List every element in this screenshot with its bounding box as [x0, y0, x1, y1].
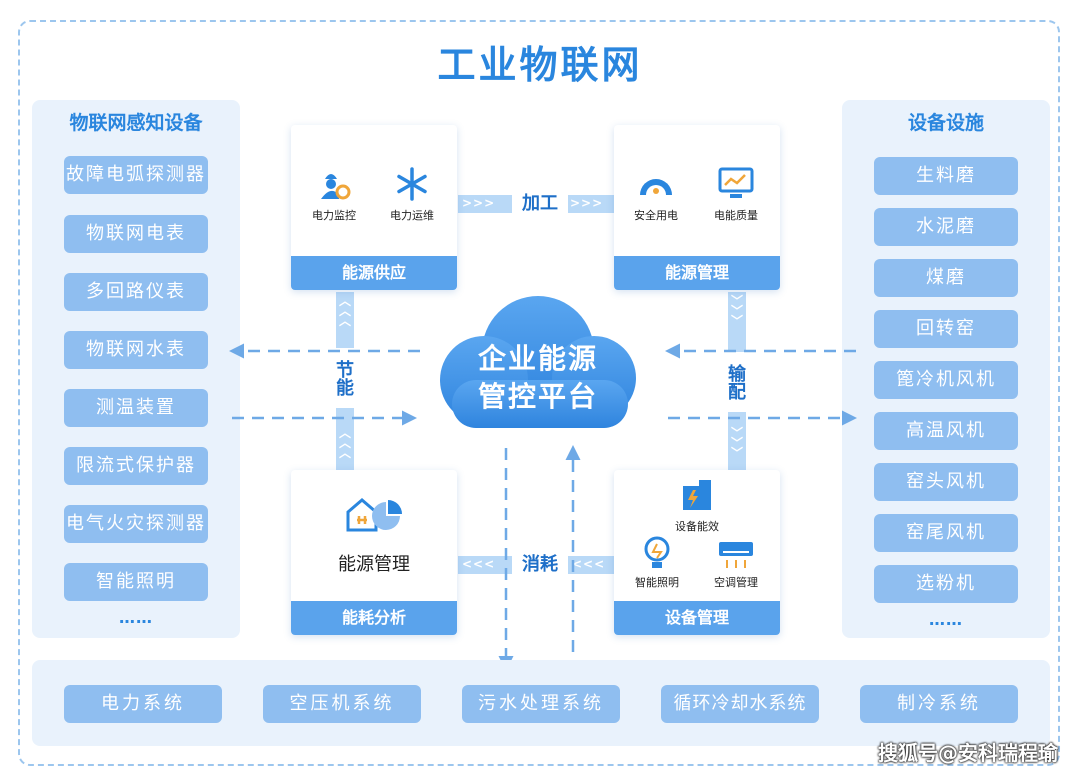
facility-item[interactable]: 生料磨: [874, 157, 1018, 195]
card-energy-management[interactable]: 安全用电 电能质量 能源管理: [614, 125, 780, 290]
card-footer: 能源供应: [291, 256, 457, 290]
sensor-item[interactable]: 多回路仪表: [64, 273, 208, 311]
icon-label: 安全用电: [634, 209, 678, 222]
cloud-platform-title: 企业能源 管控平台: [438, 340, 638, 416]
left-panel: 物联网感知设备 故障电弧探测器 物联网电表 多回路仪表 物联网水表 测温装置 限…: [32, 100, 240, 638]
card-energy-supply[interactable]: 电力监控 电力运维 能源供应: [291, 125, 457, 290]
system-item[interactable]: 循环冷却水系统: [661, 685, 819, 723]
icon-label: 电能质量: [714, 209, 758, 222]
right-panel: 设备设施 生料磨 水泥磨 煤磨 回转窑 篦冷机风机 高温风机 窑头风机 窑尾风机…: [842, 100, 1050, 638]
more-ellipsis: ……: [119, 608, 153, 627]
system-item[interactable]: 空压机系统: [263, 685, 421, 723]
house-plug-pie-icon: [346, 498, 402, 532]
gauge-icon: [640, 179, 672, 195]
facility-item[interactable]: 选粉机: [874, 565, 1018, 603]
facility-item[interactable]: 高温风机: [874, 412, 1018, 450]
card-footer: 设备管理: [614, 601, 780, 635]
facility-item[interactable]: 窑头风机: [874, 463, 1018, 501]
facility-item[interactable]: 窑尾风机: [874, 514, 1018, 552]
cloud-line1: 企业能源: [477, 342, 598, 375]
sensor-item[interactable]: 物联网水表: [64, 331, 208, 369]
flow-chevrons: ﹀﹀﹀: [731, 294, 745, 328]
flow-label-bottom: 消耗: [512, 553, 568, 577]
card-device-management[interactable]: 设备能效 智能照明 空调管理 设备管理: [614, 470, 780, 635]
flow-chevrons: <<<: [462, 557, 496, 571]
outer-frame: [18, 20, 1060, 766]
flow-chevrons: ﹀﹀﹀: [731, 426, 745, 460]
bulb-icon: [644, 536, 670, 568]
flow-chevrons: ︿︿︿: [339, 294, 353, 328]
system-item[interactable]: 电力系统: [64, 685, 222, 723]
flow-chevrons: >>>: [462, 196, 496, 210]
sensor-item[interactable]: 智能照明: [64, 563, 208, 601]
flow-label-top: 加工: [512, 192, 568, 216]
building-bolt-icon: [683, 480, 711, 510]
snowflake-icon: [397, 167, 427, 201]
air-conditioner-icon: [719, 542, 753, 568]
monitor-chart-icon: [718, 167, 754, 198]
sensor-item[interactable]: 限流式保护器: [64, 447, 208, 485]
facility-item[interactable]: 煤磨: [874, 259, 1018, 297]
cloud-line2: 管控平台: [477, 380, 598, 413]
system-item[interactable]: 污水处理系统: [462, 685, 620, 723]
page-title: 工业物联网: [437, 43, 643, 87]
card-footer: 能耗分析: [291, 601, 457, 635]
facility-item[interactable]: 回转窑: [874, 310, 1018, 348]
left-panel-title: 物联网感知设备: [69, 112, 203, 134]
icon-label: 电力运维: [390, 209, 434, 222]
systems-panel: 电力系统 空压机系统 污水处理系统 循环冷却水系统 制冷系统: [32, 660, 1050, 746]
flow-chevrons: >>>: [570, 196, 604, 210]
flow-label-right: 输配: [725, 352, 749, 412]
facility-item[interactable]: 篦冷机风机: [874, 361, 1018, 399]
sensor-item[interactable]: 测温装置: [64, 389, 208, 427]
watermark: 搜狐号@安科瑞程瑜: [878, 741, 1058, 765]
card-energy-analysis[interactable]: 能源管理 能耗分析: [291, 470, 457, 635]
sensor-item[interactable]: 故障电弧探测器: [64, 156, 208, 194]
icon-label: 空调管理: [714, 576, 758, 589]
more-ellipsis: ……: [929, 610, 963, 629]
cloud-icon: [440, 296, 636, 428]
icon-label: 智能照明: [635, 576, 679, 589]
icon-label: 电力监控: [312, 209, 356, 222]
right-panel-title: 设备设施: [907, 112, 984, 134]
sensor-item[interactable]: 物联网电表: [64, 215, 208, 253]
system-item[interactable]: 制冷系统: [860, 685, 1018, 723]
sensor-item[interactable]: 电气火灾探测器: [64, 505, 208, 543]
card-footer: 能源管理: [614, 256, 780, 290]
card-main-label: 能源管理: [338, 554, 410, 575]
flow-label-left: 节能: [333, 348, 357, 408]
flow-chevrons: <<<: [572, 557, 606, 571]
flow-chevrons: ︿︿︿: [339, 426, 353, 460]
icon-label: 设备能效: [675, 520, 719, 533]
worker-gear-icon: [321, 174, 351, 200]
facility-item[interactable]: 水泥磨: [874, 208, 1018, 246]
